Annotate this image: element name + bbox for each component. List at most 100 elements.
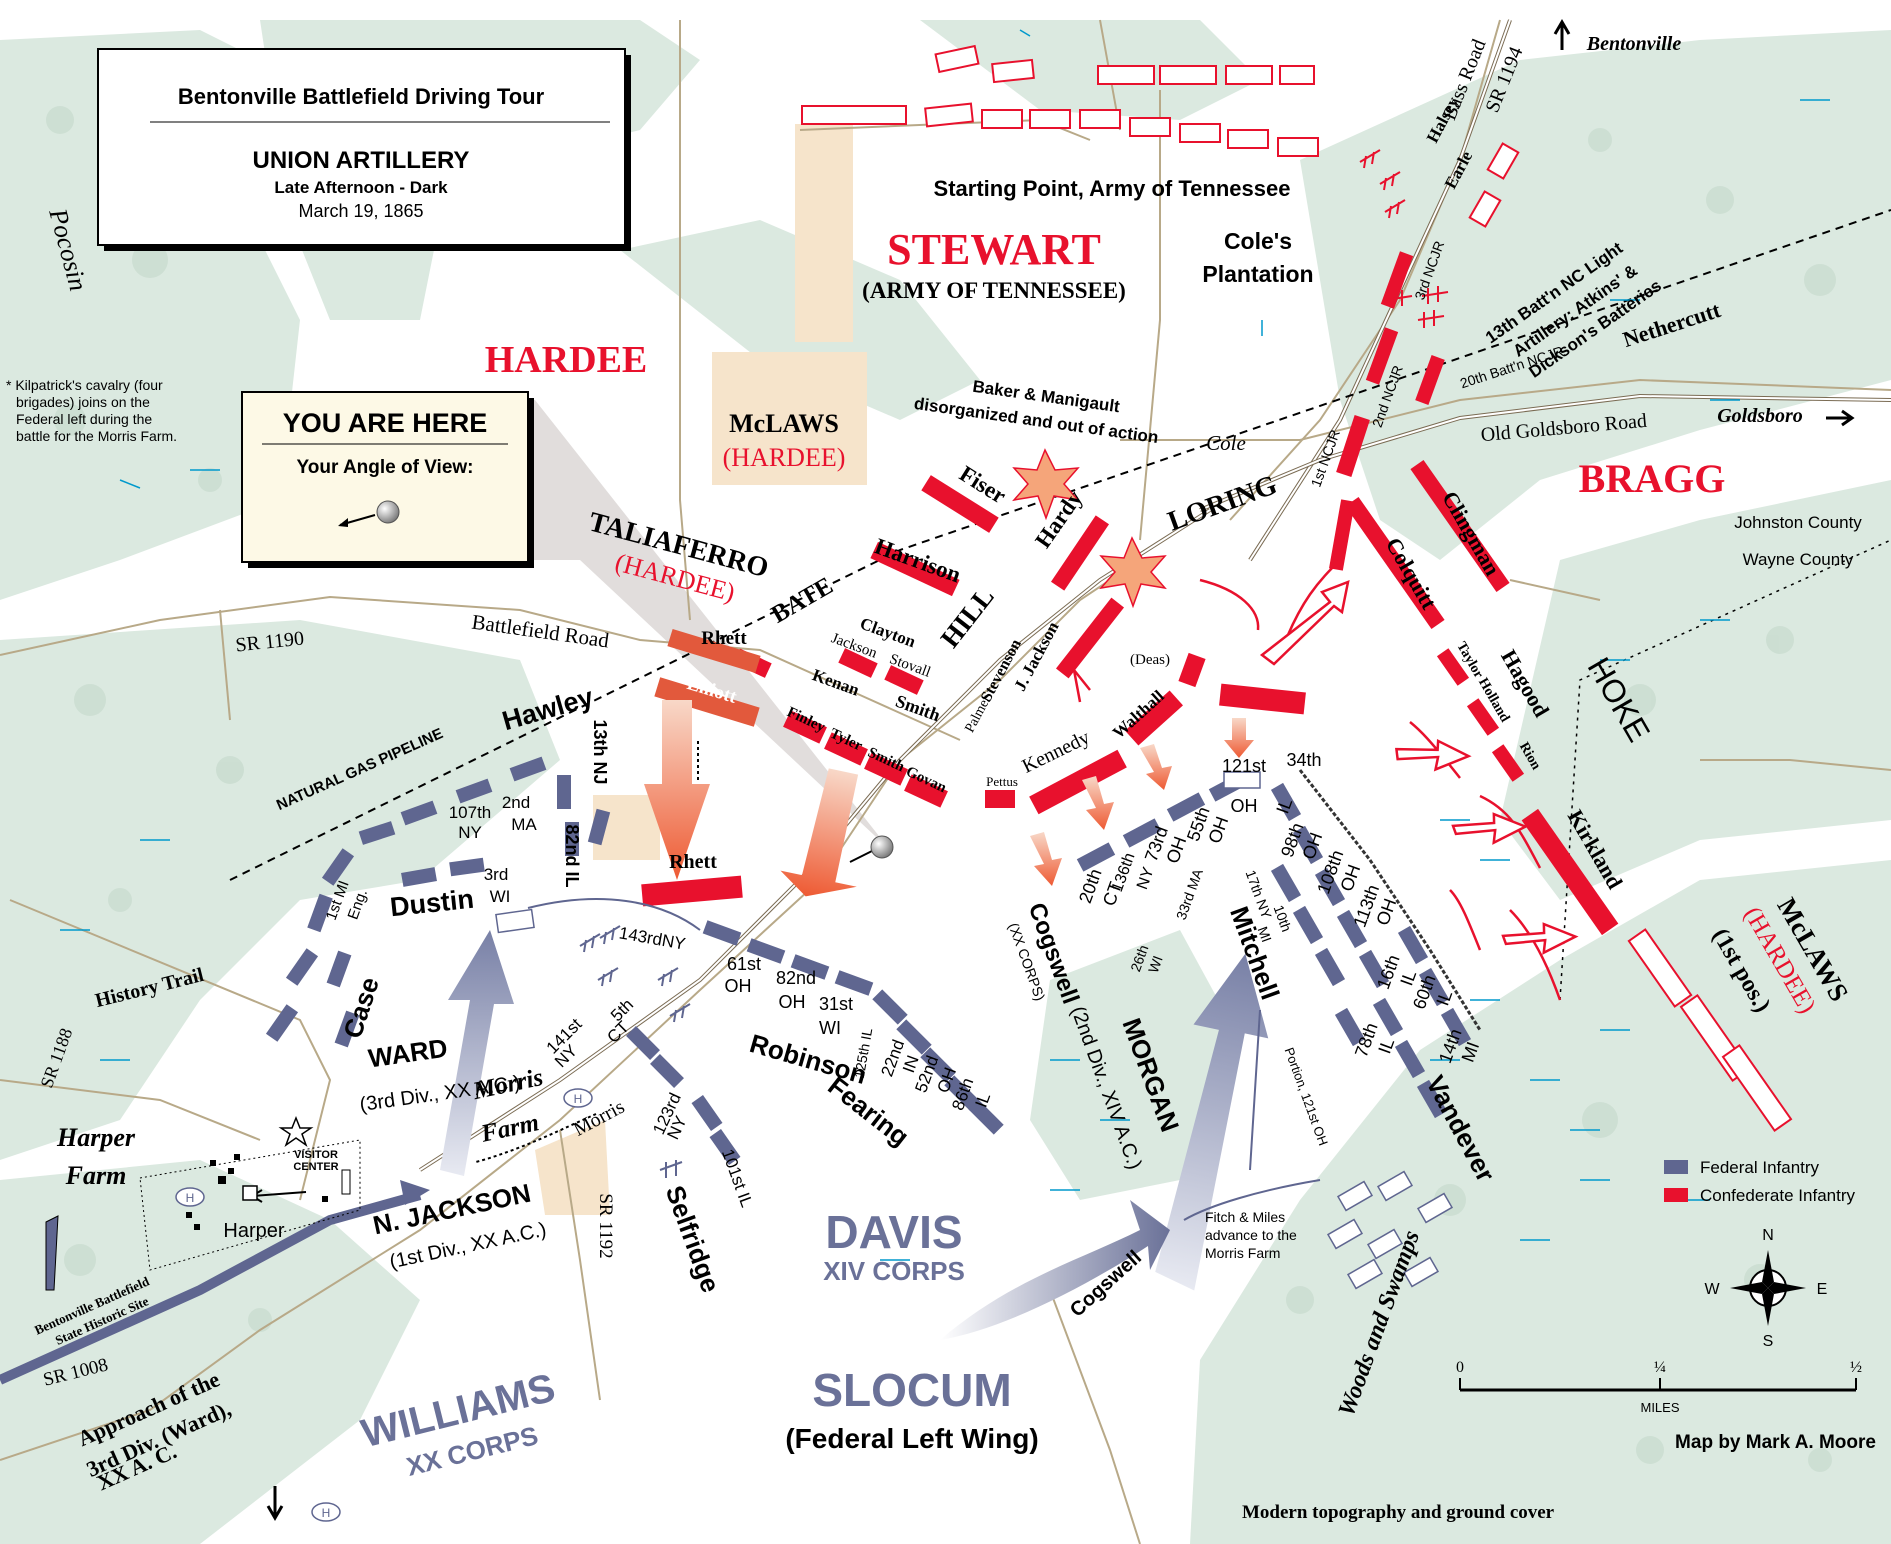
kilpatrick-cavalry-marker bbox=[45, 1215, 59, 1291]
scale-bar: 0 ¼ ½ MILES bbox=[1456, 1359, 1862, 1415]
breastworks bbox=[1298, 769, 1482, 1031]
confederate-lines bbox=[641, 251, 1619, 936]
svg-text:13th NJ: 13th NJ bbox=[590, 719, 610, 784]
svg-text:VISITOR: VISITOR bbox=[294, 1149, 338, 1161]
svg-text:OH: OH bbox=[725, 976, 752, 996]
svg-text:0: 0 bbox=[1456, 1359, 1464, 1376]
arrow-goldsboro bbox=[1826, 409, 1855, 427]
here-subtitle: Your Angle of View: bbox=[297, 457, 474, 478]
union-outline-units bbox=[495, 771, 1454, 1290]
svg-text:IN: IN bbox=[899, 1053, 923, 1075]
label-federal-left-wing: (Federal Left Wing) bbox=[785, 1423, 1038, 1454]
svg-text:CENTER: CENTER bbox=[293, 1161, 338, 1173]
svg-text:31st: 31st bbox=[819, 994, 853, 1014]
svg-text:Federal left during the: Federal left during the bbox=[16, 411, 152, 427]
label-stewart: STEWART bbox=[887, 225, 1101, 274]
confederate-hollow-arrows bbox=[1259, 580, 1579, 955]
svg-text:* Kilpatrick's cavalry (four: * Kilpatrick's cavalry (four bbox=[6, 377, 163, 393]
svg-text:WI: WI bbox=[490, 887, 511, 906]
union-attack-arrows bbox=[440, 930, 1269, 1340]
roads bbox=[0, 19, 1891, 1544]
svg-text:Pettus: Pettus bbox=[986, 774, 1018, 789]
road-main-diagonal-inner bbox=[419, 509, 1211, 1171]
svg-text:Harper: Harper bbox=[56, 1123, 136, 1152]
rhett-elliott-blocks bbox=[654, 628, 761, 727]
svg-text:34th: 34th bbox=[1286, 750, 1321, 770]
visitor-center-star bbox=[278, 1115, 314, 1147]
svg-text:IL: IL bbox=[971, 1090, 994, 1110]
gas-pipeline-line bbox=[229, 209, 1891, 881]
svg-text:OH: OH bbox=[1231, 796, 1258, 816]
north-arrow-south bbox=[266, 1486, 284, 1521]
label-mclaws: McLAWS bbox=[729, 409, 839, 438]
legend-confederate-label: Confederate Infantry bbox=[1700, 1186, 1855, 1205]
union-artillery bbox=[579, 925, 691, 1178]
confederate-artillery bbox=[1359, 149, 1449, 328]
view-point-marker-map bbox=[870, 835, 894, 859]
svg-text:H: H bbox=[322, 1506, 331, 1520]
legend-confederate-swatch bbox=[1664, 1188, 1688, 1202]
here-title: YOU ARE HERE bbox=[283, 408, 488, 438]
label-army-of-tennessee: (ARMY OF TENNESSEE) bbox=[862, 278, 1126, 303]
svg-text:H: H bbox=[574, 1092, 583, 1106]
title-box: Bentonville Battlefield Driving Tour UNI… bbox=[97, 48, 631, 251]
svg-text:¼: ¼ bbox=[1654, 1359, 1666, 1376]
explosion-markers bbox=[1012, 448, 1167, 609]
svg-text:Fitch & Miles: Fitch & Miles bbox=[1205, 1209, 1285, 1225]
view-point-marker bbox=[376, 500, 400, 524]
legend-federal-label: Federal Infantry bbox=[1700, 1158, 1820, 1177]
tour-route bbox=[0, 1190, 422, 1385]
svg-text:NY: NY bbox=[1134, 865, 1158, 892]
svg-text:82nd IL: 82nd IL bbox=[562, 824, 582, 887]
label-bragg: BRAGG bbox=[1579, 456, 1726, 501]
farm-fields bbox=[535, 124, 867, 1215]
svg-text:MI: MI bbox=[1255, 924, 1275, 944]
svg-text:3rd: 3rd bbox=[484, 865, 509, 884]
svg-text:WI: WI bbox=[819, 1018, 841, 1038]
label-slocum: SLOCUM bbox=[812, 1364, 1011, 1416]
label-starting-point: Starting Point, Army of Tennessee bbox=[934, 176, 1291, 201]
svg-text:82nd: 82nd bbox=[776, 968, 816, 988]
label-davis: DAVIS bbox=[825, 1206, 962, 1258]
svg-text:E: E bbox=[1817, 1281, 1828, 1298]
svg-text:Farm: Farm bbox=[65, 1161, 127, 1190]
label-hardee: HARDEE bbox=[485, 339, 648, 381]
svg-text:(Deas): (Deas) bbox=[1130, 652, 1170, 668]
road-old-goldsboro-inner bbox=[1199, 394, 1891, 511]
svg-text:½: ½ bbox=[1850, 1359, 1862, 1376]
svg-text:Rhett: Rhett bbox=[701, 628, 747, 649]
svg-text:2nd: 2nd bbox=[502, 793, 530, 812]
label-xiv-corps: XIV CORPS bbox=[823, 1256, 965, 1286]
legend-federal-swatch bbox=[1664, 1160, 1688, 1174]
title-box-date: March 19, 1865 bbox=[298, 201, 423, 221]
confederate-mclaws-first-position bbox=[1627, 928, 1793, 1132]
svg-text:NY: NY bbox=[458, 823, 482, 842]
svg-text:WI: WI bbox=[1145, 954, 1166, 976]
title-box-heading: Bentonville Battlefield Driving Tour bbox=[178, 84, 545, 109]
svg-text:S: S bbox=[1763, 1333, 1774, 1350]
svg-text:battle for the Morris Farm.: battle for the Morris Farm. bbox=[16, 428, 177, 444]
svg-text:OH: OH bbox=[779, 992, 806, 1012]
tour-route-arrow bbox=[400, 1180, 430, 1205]
label-mclaws-hardee: (HARDEE) bbox=[723, 443, 846, 472]
label-harper: Harper bbox=[223, 1220, 284, 1242]
svg-text:61st: 61st bbox=[727, 954, 761, 974]
confederate-attack-arrows bbox=[644, 700, 1254, 897]
union-lines bbox=[265, 756, 1472, 1165]
map-author: Map by Mark A. Moore bbox=[1675, 1432, 1876, 1453]
label-johnston-county: Johnston County bbox=[1734, 513, 1862, 532]
svg-text:Cole's: Cole's bbox=[1224, 228, 1292, 254]
title-box-subtitle: UNION ARTILLERY bbox=[253, 147, 470, 174]
svg-text:107th: 107th bbox=[449, 803, 492, 822]
svg-text:IL: IL bbox=[1272, 795, 1296, 816]
svg-text:121st: 121st bbox=[1222, 756, 1266, 776]
title-box-time: Late Afternoon - Dark bbox=[274, 178, 448, 197]
you-are-here-box: YOU ARE HERE Your Angle of View: bbox=[241, 391, 534, 568]
kilpatrick-note: * Kilpatrick's cavalry (four brigades) j… bbox=[6, 377, 177, 444]
svg-text:brigades) joins on the: brigades) joins on the bbox=[16, 394, 150, 410]
topo-note: Modern topography and ground cover bbox=[1242, 1502, 1555, 1523]
svg-text:Plantation: Plantation bbox=[1202, 261, 1313, 287]
svg-text:Rhett: Rhett bbox=[669, 851, 717, 873]
historical-markers: H H H bbox=[175, 1088, 593, 1522]
